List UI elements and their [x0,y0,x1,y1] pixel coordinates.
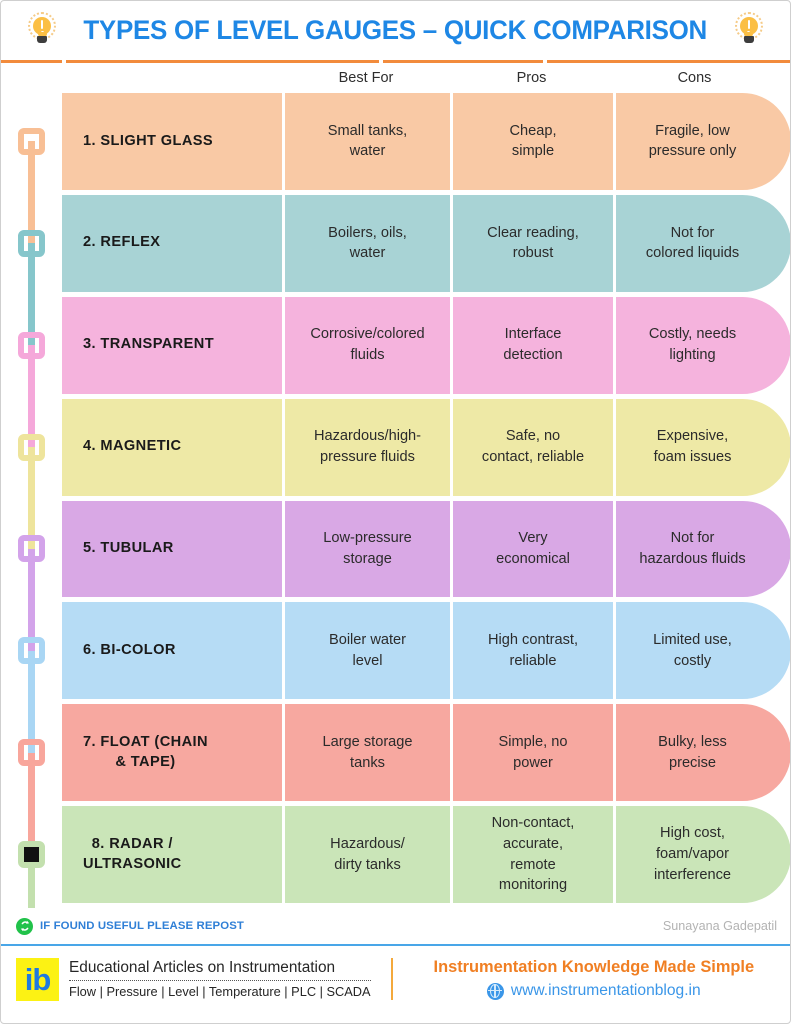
column-header-pros: Pros [516,70,547,86]
timeline-marker-1[interactable] [18,127,45,155]
website-url: www.instrumentationblog.in [510,982,701,999]
timeline-connector [28,243,35,346]
column-header-cons: Cons [677,70,712,86]
timeline-connector [28,854,35,917]
table-row[interactable]: 4. MAGNETIC Hazardous/high-pressure fluid… [62,398,791,496]
cell-pros: Cheap,simple [450,93,613,190]
table-column-headers: Best For Pros Cons [62,63,791,93]
timeline-marker-2[interactable] [18,229,45,257]
footer-tagline: Instrumentation Knowledge Made Simple [433,958,755,976]
brand-title: Educational Articles on Instrumentation [69,959,371,981]
timeline-marker-5[interactable] [18,535,45,563]
ib-logo: ib [16,957,59,1001]
timeline-marker-7[interactable] [18,739,45,767]
cell-best-for: Hazardous/dirty tanks [282,806,450,903]
timeline-connector [28,548,35,651]
timeline-connector [28,650,35,753]
page-title: TYPES OF LEVEL GAUGES – QUICK COMPARISON [83,14,708,45]
header-divider [0,60,791,63]
column-header-best-for: Best For [338,70,394,86]
gauge-type-label: 2. REFLEX [83,234,161,251]
cell-best-for: Hazardous/high-pressure fluids [282,398,450,496]
timeline-marker-3[interactable] [18,331,45,359]
gauge-type-label: 3. TRANSPARENT [83,336,215,353]
comparison-sheet: Best For Pros Cons 1. SLIGHT GLASS Small … [0,63,791,917]
cell-pros: High contrast,reliable [450,602,613,700]
timeline-connector [28,345,35,448]
author-name: Sunayana Gadepatil [662,919,777,933]
brand-subtitle: Flow | Pressure | Level | Temperature | … [69,984,371,999]
timeline-connector [28,752,35,855]
lightbulb-icon-right [732,11,766,49]
gauge-type-label: 6. BI-COLOR [83,641,176,658]
page-footer: ib Educational Articles on Instrumentati… [0,946,791,1012]
timeline-marker-6[interactable] [18,637,45,665]
gauge-type-label: 1. SLIGHT GLASS [83,132,214,149]
footer-divider [0,944,791,946]
page-header: TYPES OF LEVEL GAUGES – QUICK COMPARISON [0,0,791,60]
footer-vertical-divider [390,958,393,1000]
repost-strip: IF FOUND USEFUL PLEASE REPOST Sunayana G… [0,908,791,944]
gauge-type-label: 7. FLOAT (CHAIN& TAPE) [83,734,208,770]
timeline-connector [28,447,35,549]
timeline-rail [0,63,62,917]
timeline-connector [28,141,35,244]
website-block: Instrumentation Knowledge Made Simple ww… [411,958,777,1000]
cell-cons: Expensive,foam issues [613,398,791,496]
timeline-marker-4[interactable] [18,433,45,461]
gauge-type-label: 4. MAGNETIC [83,438,182,455]
brand-block: ib Educational Articles on Instrumentati… [16,957,371,1001]
cell-best-for: Boilers, oils,water [282,194,450,292]
timeline-marker-8[interactable] [18,841,45,869]
repost-icon [16,917,33,935]
cell-pros: Clear reading,robust [450,194,613,292]
cell-cons: Limited use,costly [613,602,791,700]
gauge-type-label: 5. TUBULAR [83,540,174,557]
table-row[interactable]: 8. RADAR /ULTRASONIC Hazardous/dirty tank… [62,806,791,903]
gauge-type-label: 8. RADAR /ULTRASONIC [83,835,182,872]
repost-label: IF FOUND USEFUL PLEASE REPOST [40,920,244,932]
website-link[interactable]: www.instrumentationblog.in [486,982,701,1000]
cell-best-for: Small tanks,water [282,93,450,190]
lightbulb-icon-left [25,11,59,49]
globe-icon [486,982,504,1000]
